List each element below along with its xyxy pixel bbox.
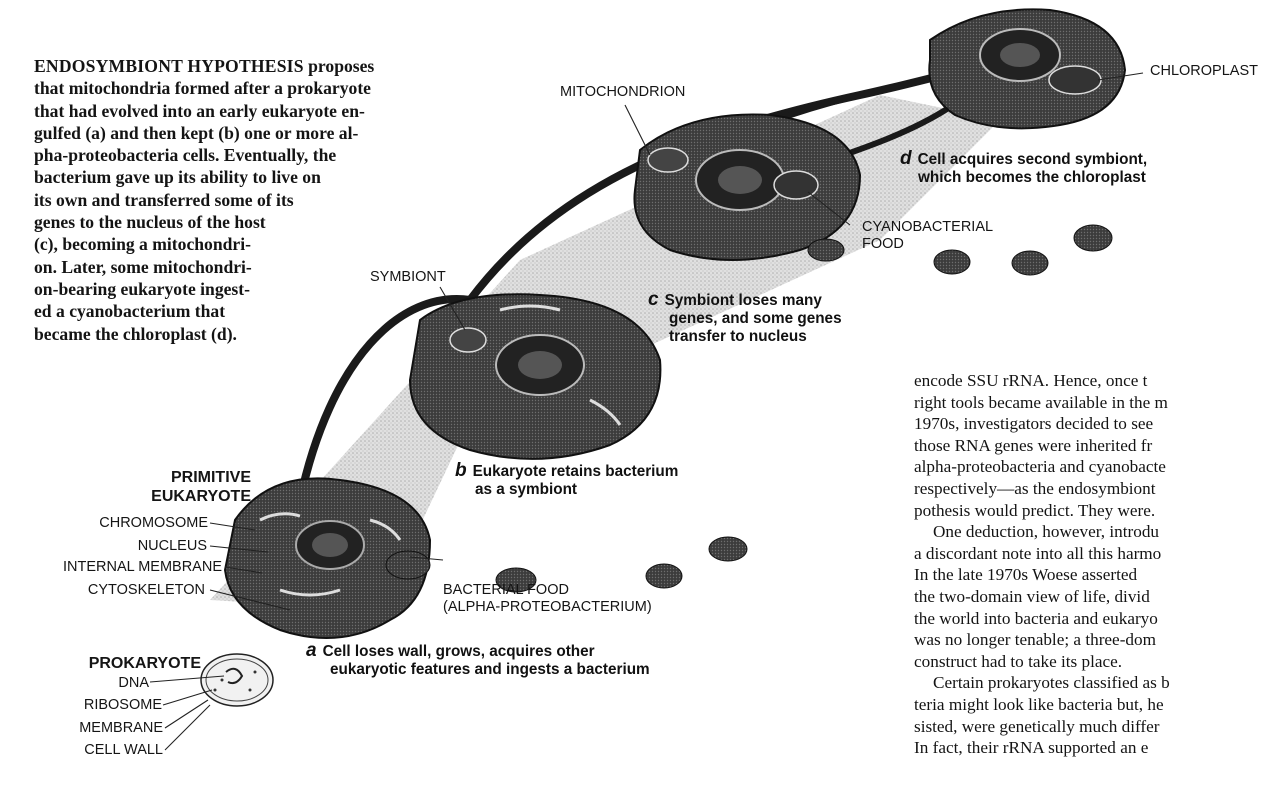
caption-line: that mitochondria formed after a prokary… [34,77,504,99]
chloroplast-cell [929,9,1125,128]
step-d-line1: Cell acquires second symbiont, [918,151,1148,168]
label-ribosome: RIBOSOME [84,697,162,714]
caption-line: bacterium gave up its ability to live on [34,166,504,188]
label-internal-membrane: INTERNAL MEMBRANE [63,559,222,576]
label-prokaryote: PROKARYOTE [89,654,201,673]
label-membrane: MEMBRANE [79,720,163,737]
step-c-line3: transfer to nucleus [648,328,842,346]
body-line: teria might look like bacteria but, he [914,694,1288,716]
label-cyanobacterial-food-line1: CYANOBACTERIAL [862,219,993,236]
label-primitive-line2: EUKARYOTE [151,487,251,506]
label-dna: DNA [118,675,149,692]
body-line: In the late 1970s Woese asserted [914,564,1288,586]
label-cyanobacterial-food: CYANOBACTERIAL FOOD [862,219,993,253]
step-b: b Eukaryote retains bacterium as a symbio… [455,462,678,499]
body-line: right tools became available in the m [914,392,1288,414]
body-line: pothesis would predict. They were. [914,500,1288,522]
step-d: d Cell acquires second symbiont, which be… [900,150,1147,187]
caption-line: proposes [304,56,375,76]
caption-lead: ENDOSYMBIONT HYPOTHESIS [34,56,304,76]
step-d-letter: d [900,148,912,169]
label-primitive-line1: PRIMITIVE [151,468,251,487]
step-a-line2: eukaryotic features and ingests a bacter… [306,661,650,679]
step-c-line1: Symbiont loses many [665,292,822,309]
label-symbiont: SYMBIONT [370,269,446,286]
body-line: alpha-proteobacteria and cyanobacte [914,456,1288,478]
caption-line: became the chloroplast (d). [34,323,504,345]
step-d-line2: which becomes the chloroplast [900,169,1147,187]
label-bacterial-food: BACTERIAL FOOD (ALPHA-PROTEOBACTERIUM) [443,582,652,616]
mitochondrion-cell [634,114,860,260]
body-line: those RNA genes were inherited fr [914,435,1288,457]
label-nucleus: NUCLEUS [138,538,207,555]
body-line: a discordant note into all this harmo [914,543,1288,565]
body-line: the two-domain view of life, divid [914,586,1288,608]
label-cyanobacterial-food-line2: FOOD [862,236,993,253]
step-a-line1: Cell loses wall, grows, acquires other [323,643,595,660]
caption-line: gulfed (a) and then kept (b) one or more… [34,122,504,144]
caption-line: genes to the nucleus of the host [34,211,504,233]
body-line: respectively—as the endosymbiont [914,478,1288,500]
body-line: Certain prokaryotes classified as b [914,672,1288,694]
label-chloroplast: CHLOROPLAST [1150,63,1258,80]
step-b-letter: b [455,460,467,481]
label-bacterial-food-line1: BACTERIAL FOOD [443,582,652,599]
figure-caption: ENDOSYMBIONT HYPOTHESIS proposes that mi… [34,55,504,345]
label-mitochondrion: MITOCHONDRION [560,84,685,101]
step-b-line1: Eukaryote retains bacterium [473,463,679,480]
step-c-line2: genes, and some genes [648,310,842,328]
step-b-line2: as a symbiont [455,481,678,499]
caption-line: (c), becoming a mitochondri- [34,233,504,255]
label-cytoskeleton: CYTOSKELETON [88,582,205,599]
body-line: the world into bacteria and eukaryo [914,608,1288,630]
step-c: c Symbiont loses many genes, and some gen… [648,291,842,346]
body-line: construct had to take its place. [914,651,1288,673]
label-chromosome: CHROMOSOME [99,515,208,532]
body-line: 1970s, investigators decided to see [914,413,1288,435]
caption-line: ed a cyanobacterium that [34,300,504,322]
step-c-letter: c [648,289,659,310]
caption-line: its own and transferred some of its [34,189,504,211]
body-line: encode SSU rRNA. Hence, once t [914,370,1288,392]
step-a-letter: a [306,640,317,661]
label-bacterial-food-line2: (ALPHA-PROTEOBACTERIUM) [443,599,652,616]
caption-line: pha-proteobacteria cells. Eventually, th… [34,144,504,166]
body-line: was no longer tenable; a three-dom [914,629,1288,651]
label-primitive-eukaryote: PRIMITIVE EUKARYOTE [151,468,251,506]
body-line: In fact, their rRNA supported an e [914,737,1288,759]
label-cell-wall: CELL WALL [84,742,163,759]
article-body-column: encode SSU rRNA. Hence, once t right too… [914,370,1288,759]
prokaryote-cell [201,654,273,706]
body-line: One deduction, however, introdu [914,521,1288,543]
body-line: sisted, were genetically much differ [914,716,1288,738]
caption-line: that had evolved into an early eukaryote… [34,100,504,122]
